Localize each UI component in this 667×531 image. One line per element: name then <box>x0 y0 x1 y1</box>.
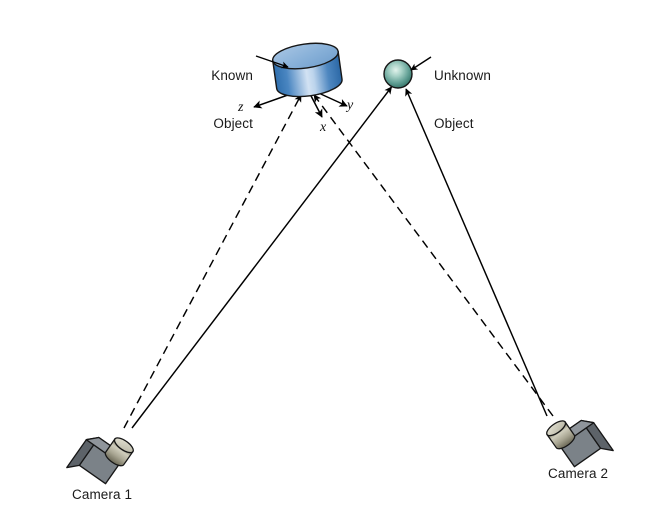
known-object-label-line1: Known <box>211 68 253 83</box>
camera-2-lens-front <box>546 420 567 437</box>
unknown-object-label-line1: Unknown <box>434 68 491 83</box>
unknown-object-label: Unknown Object <box>434 36 512 164</box>
camera-1-label: Camera 1 <box>72 487 133 502</box>
axis-z-label: z <box>238 100 244 115</box>
camera-1-lens-barrel <box>104 438 134 467</box>
leader-lines-group <box>255 55 432 71</box>
cylinder-top <box>272 42 339 70</box>
camera-2-label: Camera 2 <box>548 466 609 481</box>
camera-2 <box>546 419 614 468</box>
known-object-label: Known Object <box>181 36 253 164</box>
camera-1-lens-front <box>113 437 134 454</box>
axis-x-label: x <box>320 120 327 135</box>
sightline-camera1-to-unknown-object <box>131 86 393 429</box>
unknown-object-leader-line <box>410 56 432 71</box>
sightline-camera2-to-unknown-object <box>405 88 548 417</box>
known-object-leader-line <box>255 55 289 69</box>
known-object-label-line2: Object <box>213 116 253 131</box>
sphere-body <box>383 59 413 89</box>
sightline-camera2-to-known-object <box>313 94 554 417</box>
camera-1 <box>66 436 134 485</box>
sightline-camera1-to-known-object <box>123 94 302 429</box>
unknown-object-label-line2: Object <box>434 116 474 131</box>
camera-2-lens <box>546 420 576 450</box>
camera-1-lens <box>104 437 134 467</box>
axis-y-label: y <box>347 98 354 113</box>
unknown-object-sphere <box>383 59 413 89</box>
known-object-cylinder <box>272 42 343 98</box>
sightlines-group <box>123 86 554 429</box>
camera-2-lens-barrel <box>546 421 576 450</box>
